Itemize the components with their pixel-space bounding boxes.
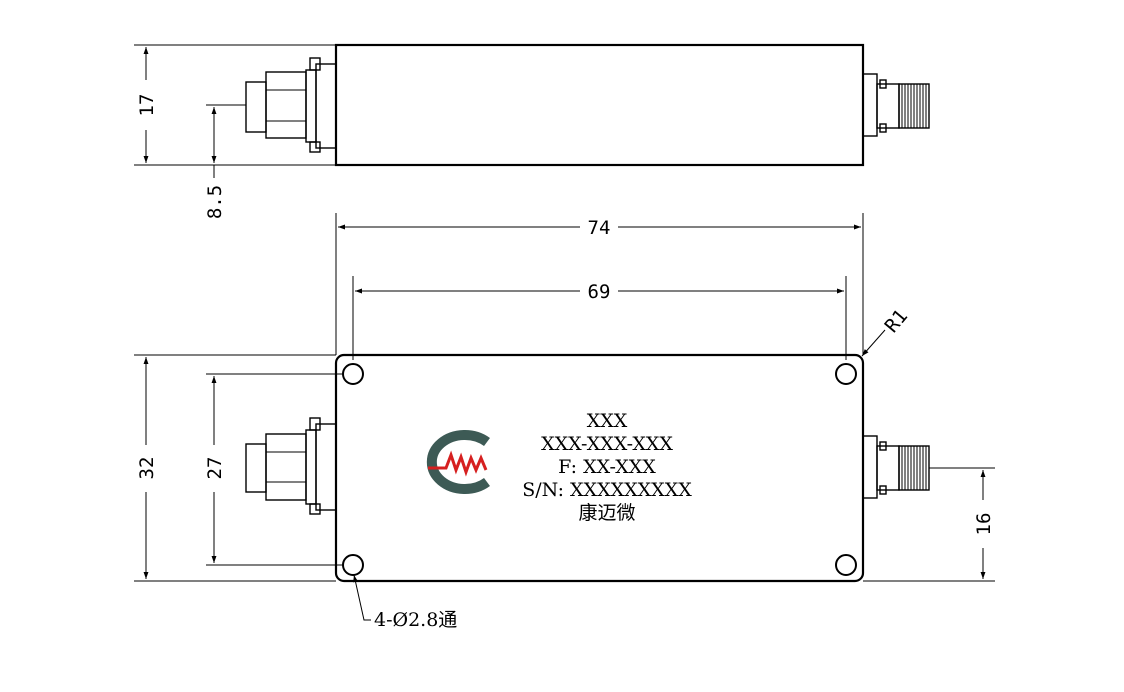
side-view-body [334,43,865,167]
dim-overall-length: 74 [335,213,864,355]
dim-hole-spacing-length: 69 [352,276,847,360]
side-view: 17 8.5 [134,43,930,219]
plan-right-connector [862,435,930,499]
holes-note-label: 4-Ø2.8通 [374,609,457,631]
dim-top-offset-label: 8.5 [204,185,226,219]
dim-hole-spacing-width: 27 [204,373,343,566]
nameplate-line5: 康迈微 [578,502,635,524]
nameplate-line1: XXX [587,410,628,432]
dim-hole-spacing-length-label: 69 [588,281,611,303]
mounting-hole-top-left [342,363,364,385]
side-left-connector [245,57,337,153]
nameplate-line3: F: XX-XXX [558,456,656,478]
dim-corner-radius-label: R1 [881,305,913,337]
dim-overall-length-label: 74 [588,217,611,239]
company-logo [426,430,490,494]
dim-output-offset-label: 16 [973,513,995,536]
side-right-connector [862,73,930,137]
dim-overall-width-label: 32 [136,457,158,480]
plan-left-connector [245,417,337,515]
nameplate-line4: S/N: XXXXXXXXX [522,479,692,501]
dim-corner-radius: R1 [861,305,913,357]
holes-note: 4-Ø2.8通 [353,574,457,631]
dim-output-offset: 16 [863,467,995,582]
nameplate-line2: XXX-XXX-XXX [541,433,673,455]
dim-hole-spacing-width-label: 27 [204,457,226,480]
dim-top-height: 17 [134,44,336,166]
mounting-hole-bottom-left [342,554,364,576]
dim-top-offset: 8.5 [204,104,246,219]
nameplate: XXX XXX-XXX-XXX F: XX-XXX S/N: XXXXXXXXX… [522,410,692,524]
mounting-hole-bottom-right [835,554,857,576]
mounting-hole-top-right [835,363,857,385]
dim-overall-width: 32 [134,354,336,582]
plan-view: XXX XXX-XXX-XXX F: XX-XXX S/N: XXXXXXXXX… [134,353,995,631]
dim-top-height-label: 17 [136,94,158,117]
